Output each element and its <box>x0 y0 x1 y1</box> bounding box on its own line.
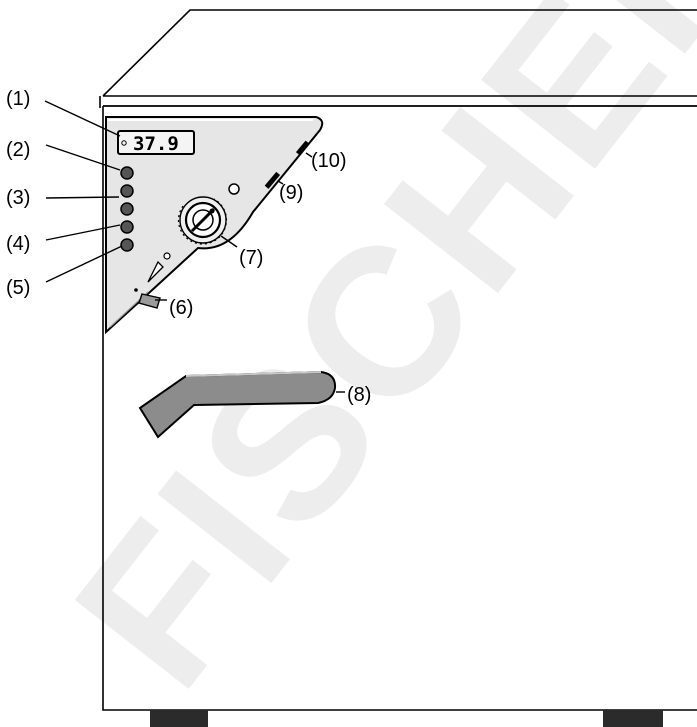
button-4[interactable] <box>120 220 134 234</box>
door-handle[interactable] <box>138 370 337 439</box>
callout-5: (5) <box>6 277 30 299</box>
temperature-display: 37.9 <box>117 130 195 155</box>
callout-9: (9) <box>279 182 303 204</box>
timer-switch[interactable] <box>134 260 164 309</box>
cabinet-body <box>102 105 697 711</box>
indicator-led <box>228 183 240 195</box>
rotary-knob[interactable] <box>177 196 228 245</box>
callout-1: (1) <box>6 88 30 110</box>
watermark-text: FISCHER SAS <box>30 0 697 727</box>
button-5[interactable] <box>120 238 134 252</box>
callout-10: (10) <box>311 150 347 172</box>
leader-lines <box>44 100 345 393</box>
indicator-led-small <box>163 252 171 260</box>
right-foot <box>603 710 663 727</box>
callout-6: (6) <box>169 297 193 319</box>
side-button-9[interactable] <box>264 171 281 189</box>
callout-2: (2) <box>6 139 30 161</box>
control-buttons <box>120 166 134 252</box>
button-1[interactable] <box>120 166 134 180</box>
callout-3: (3) <box>6 187 30 209</box>
side-button-10[interactable] <box>295 140 310 156</box>
button-2[interactable] <box>120 184 134 198</box>
button-3[interactable] <box>120 202 134 216</box>
display-readout: 37.9 <box>133 133 179 155</box>
callout-8: (8) <box>347 384 371 406</box>
left-foot <box>150 710 208 727</box>
callout-4: (4) <box>6 233 30 255</box>
callout-7: (7) <box>239 247 263 269</box>
